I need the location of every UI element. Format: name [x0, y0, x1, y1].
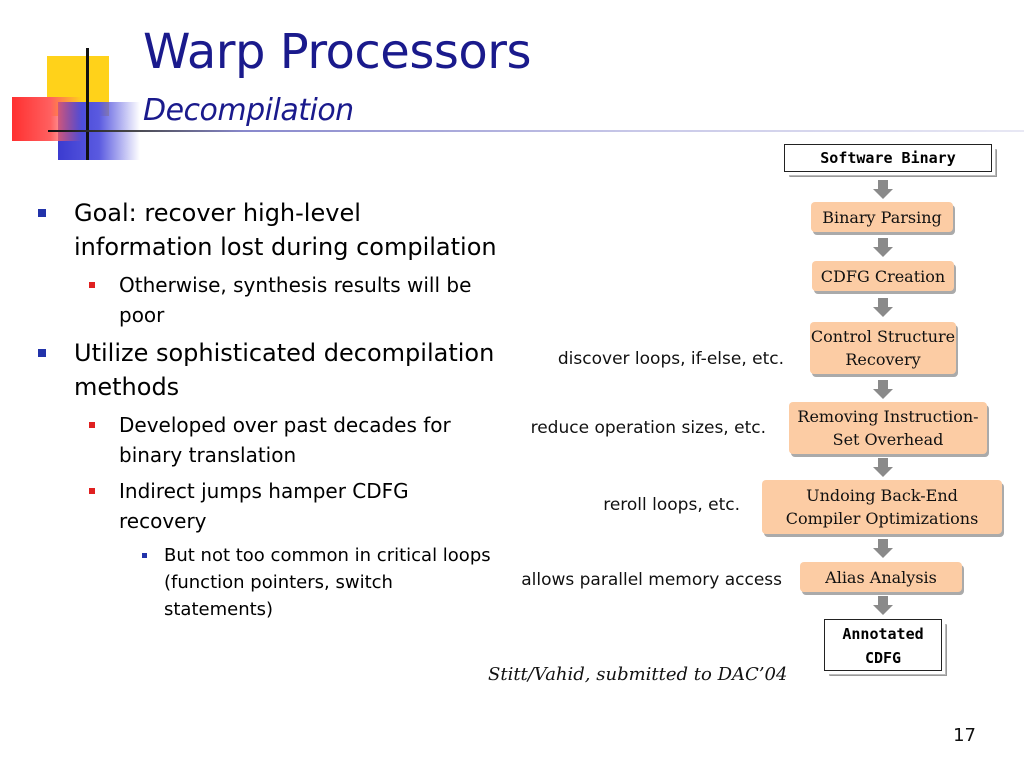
sub-bullet-item: Developed over past decades for binary t…	[30, 410, 500, 470]
down-arrow-icon	[873, 238, 893, 258]
stage-label: Alias Analysis	[825, 567, 937, 587]
flow-output-annotated-cdfg: Annotated CDFG	[824, 619, 947, 676]
stage-undoing-compiler-optimizations: Undoing Back-End Compiler Optimizations	[762, 480, 1002, 534]
sub-bullet-square-icon	[89, 422, 95, 428]
sub-sub-bullet-item: But not too common in critical loops (fu…	[30, 542, 500, 623]
flow-input-software-binary: Software Binary	[784, 144, 997, 177]
stage-control-structure-recovery: Control Structure Recovery	[810, 322, 956, 374]
sub-bullet-square-icon	[89, 488, 95, 494]
bullet-text: Indirect jumps hamper CDFG recovery	[119, 479, 409, 533]
note-control-structure: discover loops, if-else, etc.	[557, 349, 784, 369]
down-arrow-icon	[873, 298, 893, 318]
sub-sub-bullet-square-icon	[142, 553, 147, 558]
decor-red-square	[12, 97, 82, 141]
stage-label: CDFG Creation	[820, 266, 946, 286]
down-arrow-icon	[873, 539, 893, 559]
sub-bullet-item: Otherwise, synthesis results will be poo…	[30, 270, 500, 330]
stage-cdfg-creation: CDFG Creation	[812, 261, 954, 291]
citation: Stitt/Vahid, submitted to DAC’04	[488, 664, 788, 685]
down-arrow-icon	[873, 458, 893, 478]
bullet-text: But not too common in critical loops (fu…	[164, 545, 491, 620]
bullet-item: Goal: recover high-level information los…	[30, 196, 500, 264]
slide-subtitle: Decompilation	[143, 93, 354, 128]
down-arrow-icon	[873, 380, 893, 400]
stage-removing-isa-overhead: Removing Instruction- Set Overhead	[789, 402, 987, 454]
flow-output-label-line1: Annotated	[842, 625, 924, 643]
down-arrow-icon	[873, 596, 893, 616]
stage-label-line1: Removing Instruction-	[797, 407, 979, 426]
bullet-square-icon	[38, 209, 46, 217]
stage-label-line2: Set Overhead	[832, 430, 944, 449]
sub-bullet-square-icon	[89, 282, 95, 288]
stage-label-line2: Compiler Optimizations	[785, 509, 979, 528]
title-underline	[48, 130, 1024, 132]
stage-label: Binary Parsing	[822, 207, 942, 227]
bullet-square-icon	[38, 349, 46, 357]
stage-label-line1: Control Structure	[810, 327, 956, 346]
flow-output-label-line2: CDFG	[864, 649, 902, 667]
bullet-text: Otherwise, synthesis results will be poo…	[119, 273, 472, 327]
note-undo-optimizations: reroll loops, etc.	[603, 495, 740, 515]
bullet-text: Utilize sophisticated decompilation meth…	[74, 339, 495, 401]
bullet-item: Utilize sophisticated decompilation meth…	[30, 336, 500, 404]
bullet-text: Developed over past decades for binary t…	[119, 413, 451, 467]
stage-label-line1: Undoing Back-End	[806, 486, 958, 505]
bullet-list: Goal: recover high-level information los…	[30, 196, 500, 623]
note-isa-overhead: reduce operation sizes, etc.	[530, 418, 766, 438]
decor-vertical-line	[86, 48, 89, 160]
flow-input-label: Software Binary	[820, 149, 956, 167]
sub-bullet-item: Indirect jumps hamper CDFG recovery	[30, 476, 500, 536]
stage-label-line2: Recovery	[845, 350, 921, 369]
page-number: 17	[953, 725, 976, 746]
bullet-text: Goal: recover high-level information los…	[74, 199, 497, 261]
slide-title: Warp Processors	[143, 24, 531, 80]
note-alias-analysis: allows parallel memory access	[521, 570, 782, 590]
stage-binary-parsing: Binary Parsing	[811, 202, 953, 232]
stage-alias-analysis: Alias Analysis	[800, 562, 962, 592]
down-arrow-icon	[873, 180, 893, 200]
